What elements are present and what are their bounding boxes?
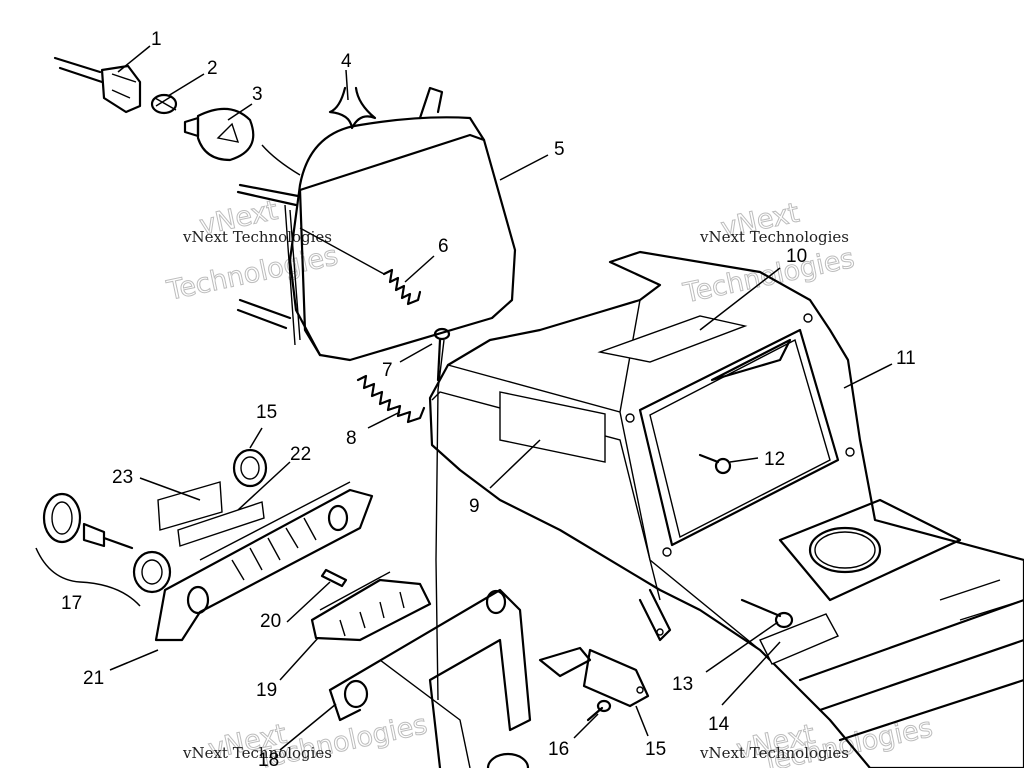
headlight-housing (236, 86, 517, 362)
watermark-text-top-right: vNext Technologies (699, 228, 849, 246)
key-switch-assembly (42, 492, 172, 594)
callout-11: 11 (896, 348, 916, 369)
adjusting-spring-lower (356, 374, 426, 424)
callout-17: 17 (61, 593, 82, 614)
callout-18: 18 (258, 750, 279, 768)
watermark-text-top-left: vNext Technologies (182, 228, 332, 246)
callout-4: 4 (341, 51, 352, 72)
callout-1: 1 (151, 29, 162, 50)
adjusting-spring-upper (299, 227, 422, 306)
indicator-bulb-20 (320, 568, 348, 588)
callout-16: 16 (548, 739, 569, 760)
switch-bracket-21 (154, 481, 374, 642)
screw-13 (740, 598, 794, 629)
bracket-18 (328, 588, 532, 768)
callout-22: 22 (290, 444, 311, 465)
wire-harness-connector (53, 56, 142, 114)
callout-3: 3 (252, 84, 263, 105)
wire-lead (435, 339, 445, 701)
leader-lines (35, 45, 893, 751)
watermark-text-bottom-right: vNext Technologies (699, 744, 849, 762)
callout-9: 9 (469, 496, 480, 517)
callout-15-lower: 15 (645, 739, 666, 760)
grommet-15-upper (232, 448, 268, 488)
screw-16 (586, 699, 612, 722)
callout-20: 20 (260, 611, 281, 632)
callout-14: 14 (708, 714, 730, 735)
lens-22 (177, 501, 265, 547)
callout-21: 21 (83, 668, 104, 689)
mounting-screw (433, 327, 451, 382)
connector-15-lower (538, 646, 650, 708)
headlight-bulb (183, 107, 255, 162)
hood-console-body (428, 250, 1024, 768)
callout-23: 23 (112, 467, 133, 488)
callout-8: 8 (346, 428, 357, 449)
callout-6: 6 (438, 236, 449, 257)
svg-text:Technologies: Technologies (164, 240, 341, 307)
decal-23 (157, 481, 223, 531)
screw-12 (698, 453, 732, 475)
callout-15-upper: 15 (256, 402, 277, 423)
callout-2: 2 (207, 58, 218, 79)
switch-block-19 (310, 571, 432, 642)
callout-12: 12 (764, 449, 785, 470)
callout-5: 5 (554, 139, 565, 160)
callout-19: 19 (256, 680, 277, 701)
watermark-text-bottom-left: vNext Technologies (182, 744, 332, 762)
callout-10: 10 (786, 246, 807, 267)
callout-7: 7 (382, 360, 393, 381)
bulb-socket (150, 93, 178, 115)
callout-13: 13 (672, 674, 693, 695)
watermark-top-right: vNext Technologies (680, 197, 858, 310)
headlight-wire-clip (328, 86, 377, 130)
